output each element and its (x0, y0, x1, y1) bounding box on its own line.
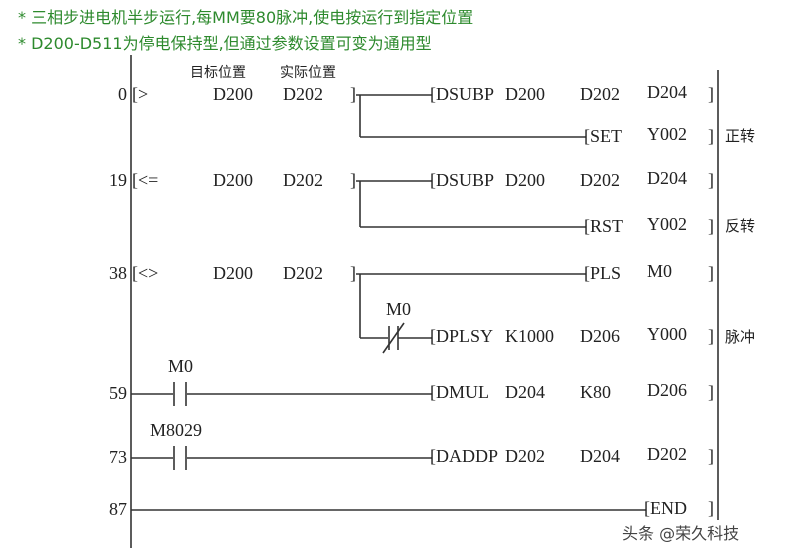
step-number: 19 (109, 170, 127, 190)
step-number: 87 (109, 499, 127, 519)
bracket: ] (708, 126, 714, 146)
operand: D204 (647, 82, 687, 102)
operand: D200 (505, 170, 545, 190)
operand: D206 (647, 380, 687, 400)
bracket: ] (708, 446, 714, 466)
operand: D202 (283, 170, 323, 190)
operand: D202 (647, 444, 687, 464)
operand: D206 (580, 326, 620, 346)
nc-contact-slash (382, 322, 405, 354)
bracket: ] (708, 84, 714, 104)
operand: Y002 (647, 124, 687, 144)
step-number: 73 (109, 447, 127, 467)
bracket: ] (350, 263, 356, 283)
operand: Y002 (647, 214, 687, 234)
instruction: [PLS (584, 263, 622, 283)
operand: K80 (580, 382, 611, 402)
rung-comment: 反转 (725, 217, 756, 235)
contact-label: M8029 (150, 420, 203, 440)
instruction: [DMUL (430, 382, 489, 402)
operand: D204 (505, 382, 545, 402)
instruction: [END (644, 498, 687, 518)
instruction: [DSUBP (430, 84, 495, 104)
operand: D200 (213, 84, 253, 104)
compare-op: [<> (132, 263, 159, 283)
operand: K1000 (505, 326, 554, 346)
operand: D200 (505, 84, 545, 104)
instruction: [SET (584, 126, 622, 146)
instruction: [DSUBP (430, 170, 495, 190)
operand: D202 (580, 84, 620, 104)
contact-label: M0 (168, 356, 194, 376)
watermark: 头条 @荣久科技 (622, 524, 740, 543)
rung-comment: 正转 (725, 127, 756, 145)
operand: D200 (213, 170, 253, 190)
operand: D202 (505, 446, 545, 466)
instruction: [DPLSY (430, 326, 494, 346)
instruction: [RST (584, 216, 624, 236)
bracket: ] (708, 498, 714, 518)
compare-op: [<= (132, 170, 159, 190)
instruction: [DADDP (430, 446, 499, 466)
bracket: ] (708, 263, 714, 283)
bracket: ] (708, 216, 714, 236)
bracket: ] (708, 382, 714, 402)
step-number: 59 (109, 383, 127, 403)
compare-op: [> (132, 84, 149, 104)
operand: D202 (283, 263, 323, 283)
rung-comment: 脉冲 (725, 328, 756, 346)
header-actual: 实际位置 (280, 65, 336, 81)
header-target: 目标位置 (190, 65, 246, 81)
step-number: 38 (109, 263, 127, 283)
operand: Y000 (647, 324, 687, 344)
bracket: ] (350, 170, 356, 190)
comment-line: * 三相步进电机半步运行,每MM要80脉冲,使电按运行到指定位置 (18, 8, 474, 27)
operand: D204 (647, 168, 687, 188)
operand: D200 (213, 263, 253, 283)
bracket: ] (350, 84, 356, 104)
bracket: ] (708, 326, 714, 346)
operand: D202 (283, 84, 323, 104)
contact-label: M0 (386, 299, 412, 319)
operand: D204 (580, 446, 620, 466)
operand: D202 (580, 170, 620, 190)
operand: M0 (647, 261, 673, 281)
step-number: 0 (118, 84, 127, 104)
bracket: ] (708, 170, 714, 190)
comment-line: * D200-D511为停电保持型,但通过参数设置可变为通用型 (18, 34, 432, 53)
